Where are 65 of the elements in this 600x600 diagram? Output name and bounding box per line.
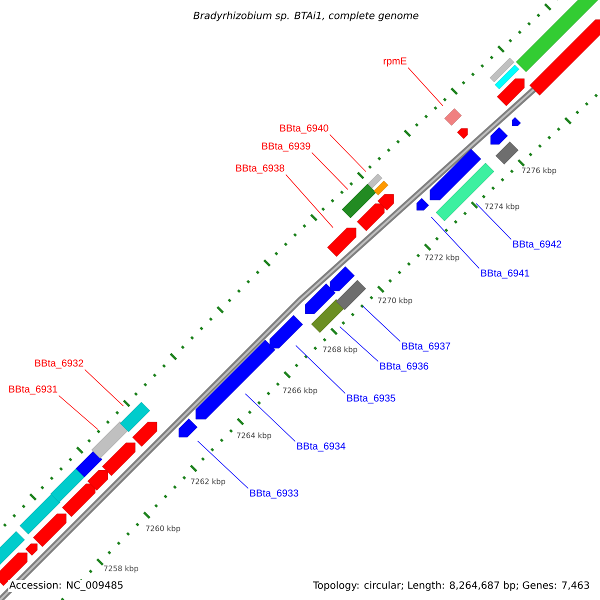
gene-block xyxy=(311,299,345,333)
gene-block xyxy=(490,58,514,82)
gene-block xyxy=(342,184,376,218)
gene-feature xyxy=(330,266,355,292)
gene-feature xyxy=(270,315,303,348)
leader-line xyxy=(84,369,124,406)
gene-feature xyxy=(512,117,521,126)
gene-feature xyxy=(33,514,66,547)
gene-block xyxy=(336,280,366,310)
gene-feature xyxy=(457,128,468,139)
gene-feature xyxy=(196,340,276,420)
gene-label: BBta_6935 xyxy=(347,394,396,404)
gene-label: BBta_6932 xyxy=(35,360,84,368)
gene-feature xyxy=(102,442,136,476)
gene-label: BBta_6936 xyxy=(380,362,428,372)
leader-line xyxy=(58,395,98,430)
gene-block xyxy=(444,108,462,126)
leader-line xyxy=(296,345,346,394)
gene-feature xyxy=(305,283,336,314)
gene-feature xyxy=(496,78,525,106)
gene-feature xyxy=(530,19,600,96)
gene-label: BBta_6937 xyxy=(402,342,450,352)
leader-line xyxy=(286,174,334,228)
gene-block xyxy=(516,0,600,72)
gene-feature xyxy=(356,204,385,232)
gene-block xyxy=(368,174,382,188)
gene-block xyxy=(374,180,388,196)
gene-block xyxy=(91,421,129,459)
leader-line xyxy=(340,326,378,362)
gene-feature xyxy=(327,228,356,257)
gene-block xyxy=(120,402,150,432)
gene-feature xyxy=(178,418,198,438)
gene-label: BBta_6939 xyxy=(262,142,310,152)
leader-line xyxy=(476,203,512,240)
leader-line xyxy=(362,306,400,342)
gene-feature xyxy=(132,422,158,447)
gene-feature xyxy=(378,194,394,210)
gene-label: BBta_6934 xyxy=(297,442,346,452)
gene-block xyxy=(0,531,25,565)
gene-label: BBta_6941 xyxy=(481,270,530,278)
gene-feature xyxy=(430,148,482,200)
gene-label: BBta_6931 xyxy=(9,386,58,394)
gene-feature xyxy=(490,127,508,145)
leader-line xyxy=(244,393,296,442)
gene-feature xyxy=(87,470,108,491)
gene-block xyxy=(76,450,102,478)
leader-line xyxy=(430,216,480,269)
leader-line xyxy=(330,134,366,172)
gene-label: BBta_6938 xyxy=(236,164,284,174)
leader-line xyxy=(197,440,248,489)
gene-block xyxy=(496,142,519,164)
leader-line xyxy=(408,67,444,106)
gene-feature xyxy=(416,198,429,210)
gene-label: BBta_6933 xyxy=(250,490,298,498)
gene-label: rpmE xyxy=(384,58,406,66)
gene-feature xyxy=(62,484,96,517)
gene-feature xyxy=(25,544,38,556)
gene-block xyxy=(20,494,60,534)
gene-label: BBta_6940 xyxy=(280,124,328,134)
gene-label: BBta_6942 xyxy=(513,240,562,250)
gene-block xyxy=(494,64,520,90)
accession-text: Accession: NC_009485 xyxy=(8,580,124,592)
genome-stats-text: Topology: circular; Length: 8,264,687 bp; Genes: 7,463 xyxy=(312,580,591,592)
title: Bradyrhizobium sp. BTAi1, complete genome xyxy=(193,12,418,22)
leader-line xyxy=(312,152,348,190)
